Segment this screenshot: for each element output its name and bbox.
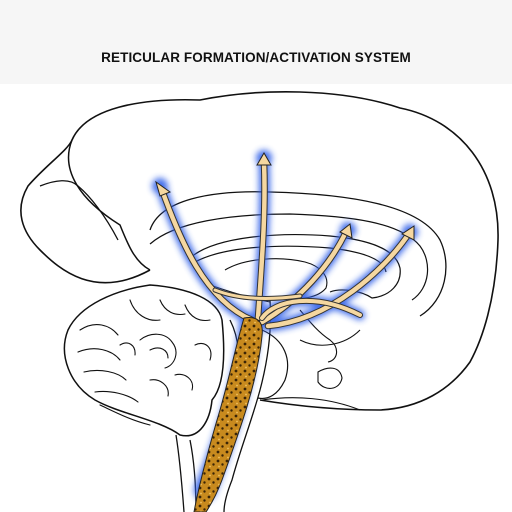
cingulate-gyrus-inner [149, 213, 429, 301]
occipital-lobe-outline [67, 139, 151, 271]
cingulate-gyrus-outer [149, 191, 447, 317]
cerebrum-outline [20, 91, 499, 411]
title-band [0, 0, 512, 84]
temporal-lobe-outline [261, 329, 361, 411]
cerebellum-folia [77, 299, 212, 426]
arrowhead-icon [339, 223, 353, 239]
arrowhead-icon [401, 225, 415, 241]
arrowhead-icon [256, 152, 272, 166]
reticular-formation-core [193, 317, 263, 512]
arrowhead-icon [155, 180, 172, 197]
diagram-title: RETICULAR FORMATION/ACTIVATION SYSTEM [101, 50, 411, 65]
cerebellum-outline [63, 284, 225, 437]
reticular-pathways [158, 158, 414, 330]
parieto-occipital-sulcus [39, 180, 119, 241]
arrowheads [155, 152, 415, 241]
pons-outline [257, 329, 289, 400]
